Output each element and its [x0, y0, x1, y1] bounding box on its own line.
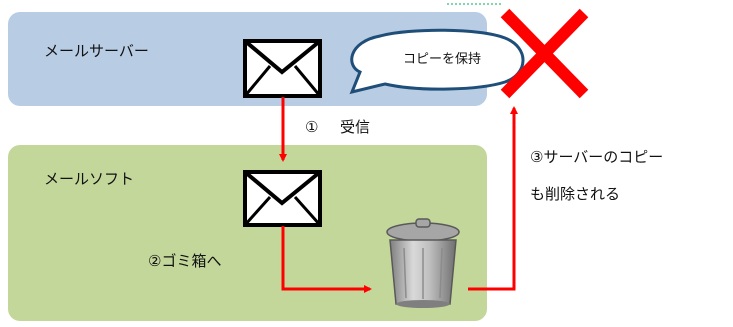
red-x-icon	[500, 8, 589, 99]
delete-copy-arrow	[468, 106, 518, 291]
envelope-icon	[243, 170, 322, 227]
trash-can-icon	[386, 218, 460, 308]
receive-step-marker: ①	[305, 118, 318, 136]
trash-arrow	[281, 226, 372, 293]
envelope-icon	[243, 39, 322, 98]
delete-copy-label-line1: ③サーバーのコピー	[530, 148, 663, 166]
speech-bubble-text: コピーを保持	[403, 52, 481, 67]
speech-bubble: コピーを保持	[349, 28, 525, 95]
trash-step-label: ②ゴミ箱へ	[148, 252, 221, 270]
server-box-label: メールサーバー	[44, 42, 149, 60]
client-box	[8, 145, 487, 321]
client-box-label: メールソフト	[44, 170, 134, 188]
delete-copy-label-line2: も削除される	[530, 185, 620, 203]
receive-step-label: 受信	[340, 118, 370, 136]
